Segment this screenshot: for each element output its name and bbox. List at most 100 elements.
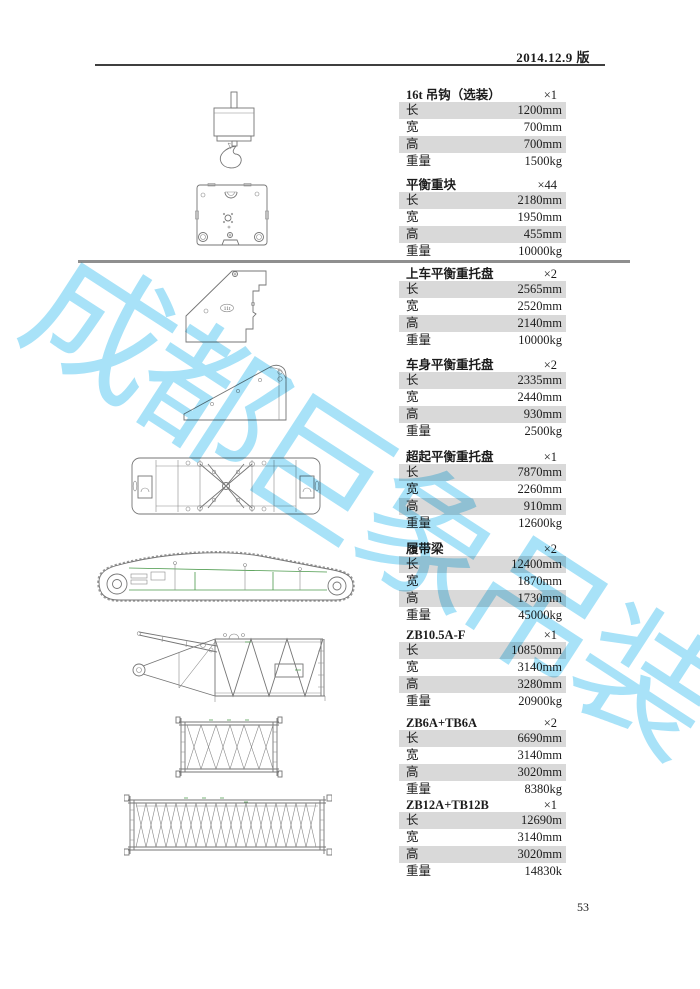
- row-label: 宽: [406, 390, 419, 404]
- row-label: 宽: [406, 210, 419, 224]
- row-value: 2260mm: [517, 482, 562, 496]
- row-value: 12600kg: [518, 516, 562, 530]
- row-label: 重量: [406, 516, 432, 530]
- table-row: 长 7870mm: [399, 464, 566, 481]
- lattice-section-12m-drawing: [124, 794, 332, 858]
- row-value: 14830k: [524, 864, 563, 878]
- row-label: 重量: [406, 864, 432, 878]
- row-value: 2520mm: [517, 299, 562, 313]
- row-label: 重量: [406, 154, 432, 168]
- row-value: 910mm: [523, 499, 562, 513]
- superlift-counterweight-tray-drawing: [130, 450, 322, 524]
- body-counterweight-tray-drawing: [182, 358, 294, 426]
- row-value: 1870mm: [517, 574, 562, 588]
- row-value: 2180mm: [517, 193, 562, 207]
- row-label: 长: [406, 193, 419, 207]
- row-value: 1500kg: [524, 154, 563, 168]
- row-value: 455mm: [523, 227, 562, 241]
- component-count: ×2: [543, 542, 557, 556]
- table-row: 高 3020mm: [399, 846, 566, 863]
- row-label: 长: [406, 557, 419, 571]
- row-label: 长: [406, 813, 419, 827]
- row-value: 3020mm: [517, 765, 562, 779]
- table-row: 高 2140mm: [399, 315, 566, 332]
- table-row: 长 2180mm: [399, 192, 566, 209]
- row-value: 8380kg: [524, 782, 563, 796]
- row-value: 3140mm: [517, 660, 562, 674]
- row-label: 高: [406, 499, 419, 513]
- row-value: 700mm: [523, 137, 562, 151]
- row-value: 3140mm: [517, 748, 562, 762]
- section-divider: [78, 260, 630, 263]
- row-label: 重量: [406, 333, 432, 347]
- row-label: 重量: [406, 244, 432, 258]
- row-label: 长: [406, 643, 419, 657]
- row-value: 2565mm: [517, 282, 562, 296]
- table-row: 重量 1500kg: [399, 153, 566, 170]
- component-count: ×2: [543, 358, 557, 372]
- row-value: 2335mm: [517, 373, 562, 387]
- tray-capacity-label: 11t: [224, 306, 231, 312]
- component-name: ZB6A+TB6A: [406, 716, 478, 730]
- row-label: 长: [406, 465, 419, 479]
- component-count: ×1: [543, 628, 557, 642]
- row-label: 宽: [406, 482, 419, 496]
- component-name: 履带梁: [406, 542, 444, 556]
- row-value: 7870mm: [517, 465, 562, 479]
- row-label: 宽: [406, 660, 419, 674]
- row-value: 1200mm: [517, 103, 562, 117]
- table-row: 宽 1950mm: [399, 209, 566, 226]
- row-label: 长: [406, 373, 419, 387]
- table-row: 长 2565mm: [399, 281, 566, 298]
- hook-drawing: [205, 90, 265, 170]
- row-value: 2500kg: [524, 424, 563, 438]
- version-label: 2014.12.9 版: [516, 50, 590, 65]
- row-label: 重量: [406, 782, 432, 796]
- row-label: 重量: [406, 694, 432, 708]
- table-row: 高 910mm: [399, 498, 566, 515]
- row-label: 长: [406, 282, 419, 296]
- table-row: 重量 10000kg: [399, 243, 566, 260]
- crawler-beam-drawing: [95, 544, 357, 606]
- row-label: 高: [406, 847, 419, 861]
- row-value: 3020mm: [517, 847, 562, 861]
- row-value: 45000kg: [518, 608, 562, 622]
- component-name: 超起平衡重托盘: [406, 450, 494, 464]
- boom-butt-section-drawing: [125, 626, 363, 706]
- row-label: 高: [406, 591, 419, 605]
- row-value: 1950mm: [517, 210, 562, 224]
- header-rule: [95, 64, 605, 66]
- row-label: 高: [406, 765, 419, 779]
- component-name: 车身平衡重托盘: [406, 358, 494, 372]
- table-row: 高 3020mm: [399, 764, 566, 781]
- row-label: 宽: [406, 120, 419, 134]
- row-value: 2140mm: [517, 316, 562, 330]
- component-count: ×2: [543, 267, 557, 281]
- component-name: 上车平衡重托盘: [406, 267, 494, 281]
- row-value: 12400mm: [511, 557, 562, 571]
- table-row: 宽 2260mm: [399, 481, 566, 498]
- table-row: 宽 3140mm: [399, 659, 566, 676]
- row-value: 6690mm: [517, 731, 562, 745]
- table-row: 重量 14830k: [399, 863, 566, 880]
- row-value: 10000kg: [518, 244, 562, 258]
- row-label: 高: [406, 316, 419, 330]
